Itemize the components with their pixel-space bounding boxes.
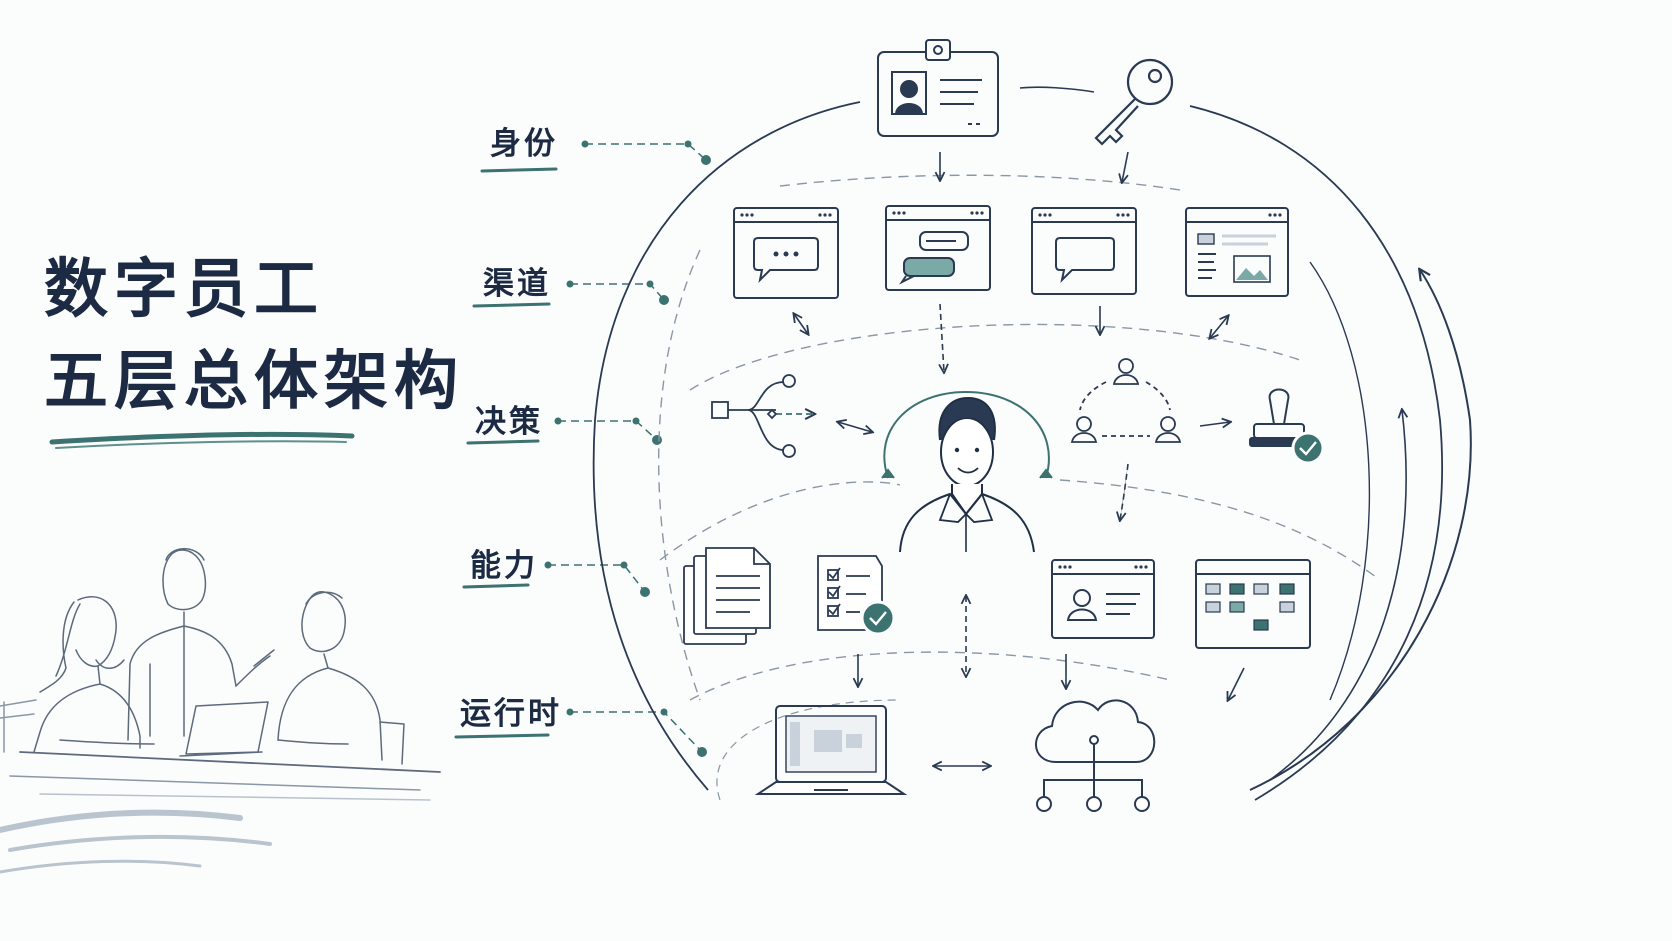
- feedback-inner-arrow: [1269, 410, 1406, 781]
- approval-stamp-icon: [1249, 388, 1325, 465]
- identity-link: [1019, 86, 1095, 93]
- decision-tree-icon: [711, 374, 814, 458]
- documents-icon: [683, 547, 771, 645]
- speech-window-icon: [1031, 207, 1137, 295]
- kanban-board-icon: [1195, 559, 1311, 649]
- profile-card-icon: [1051, 559, 1155, 639]
- layer-label-channel: 渠道: [483, 266, 551, 302]
- checklist-icon: [817, 555, 896, 636]
- team-network-icon: [1070, 358, 1182, 443]
- arrow-channel-center: [940, 303, 944, 372]
- arrow-channel-chat: [794, 314, 808, 334]
- layer-label-runtime: 运行时: [460, 696, 562, 732]
- arrow-decision-down: [1120, 463, 1129, 520]
- layer-label-decision: 决策: [475, 404, 543, 440]
- messaging-window-icon: [885, 205, 991, 291]
- label-connectors: [548, 143, 707, 753]
- title-underline: [49, 431, 355, 449]
- chat-window-icon: [733, 207, 839, 299]
- team-meeting-illustration: [0, 548, 441, 801]
- laptop-icon: [754, 705, 908, 795]
- connector-dots: [544, 140, 711, 757]
- layer-label-identity: 身份: [490, 126, 558, 162]
- arrow-channel-web: [1210, 316, 1228, 338]
- digital-employee-avatar: [881, 390, 1053, 553]
- page-title-line-1: 数字员工: [44, 252, 324, 327]
- arrow-to-approval: [1199, 422, 1230, 426]
- arrow-decision-left: [838, 422, 872, 432]
- feedback-loop-arrow: [1249, 270, 1472, 791]
- key-icon: [1094, 58, 1174, 146]
- layer-label-capability: 能力: [470, 548, 538, 584]
- arrow-capability-kanban: [1228, 667, 1245, 700]
- decorative-brush-strokes: [0, 809, 272, 874]
- id-badge-icon: [877, 39, 999, 137]
- arrow-identity-down-2: [1122, 151, 1129, 182]
- cloud-network-icon: [1035, 699, 1156, 812]
- label-underlines: [454, 167, 558, 739]
- web-page-icon: [1185, 207, 1289, 297]
- page-title-line-2: 五层总体架构: [44, 344, 464, 419]
